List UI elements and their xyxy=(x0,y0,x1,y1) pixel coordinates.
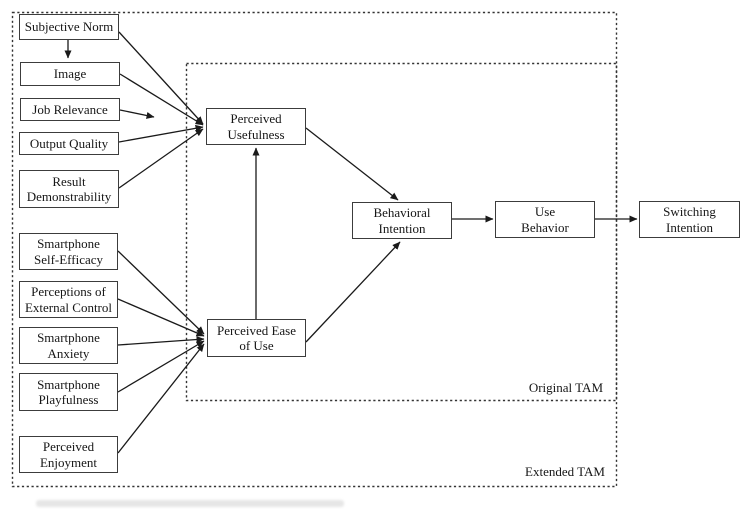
node-smartphone-self-efficacy: Smartphone Self-Efficacy xyxy=(19,233,118,270)
node-perceived-usefulness: Perceived Usefulness xyxy=(206,108,306,145)
arrow-output-quality-to-perceived-usefulness xyxy=(118,124,204,143)
label-original-tam: Original TAM xyxy=(528,380,603,395)
arrow-perceived-usefulness-to-behavioral-intention xyxy=(305,127,399,201)
node-output-quality: Output Quality xyxy=(19,132,119,155)
arrow-image-to-perceived-usefulness xyxy=(119,73,204,126)
arrow-enjoyment-to-perceived-ease-of-use xyxy=(117,343,205,454)
node-result-demonstrability: Result Demonstrability xyxy=(19,170,119,208)
arrow-playfulness-to-perceived-ease-of-use xyxy=(117,340,205,393)
node-switching-intention: Switching Intention xyxy=(639,201,740,238)
arrow-subjective-norm-to-perceived-usefulness xyxy=(118,31,204,125)
node-subjective-norm: Subjective Norm xyxy=(19,14,119,40)
arrow-anxiety-to-perceived-ease-of-use xyxy=(117,336,205,346)
node-perceived-enjoyment: Perceived Enjoyment xyxy=(19,436,118,473)
node-behavioral-intention: Behavioral Intention xyxy=(352,202,452,239)
label-extended-tam: Extended TAM xyxy=(525,464,605,479)
cropped-caption-remnant xyxy=(36,500,344,507)
node-perceptions-of-external-control: Perceptions of External Control xyxy=(19,281,118,318)
arrow-external-control-to-perceived-ease-of-use xyxy=(117,298,205,337)
node-perceived-ease-of-use: Perceived Ease of Use xyxy=(207,319,306,357)
arrow-result-demonstrability-to-perceived-usefulness xyxy=(118,128,204,189)
node-smartphone-playfulness: Smartphone Playfulness xyxy=(19,373,118,411)
node-job-relevance: Job Relevance xyxy=(20,98,120,121)
node-smartphone-anxiety: Smartphone Anxiety xyxy=(19,327,118,364)
node-use-behavior: Use Behavior xyxy=(495,201,595,238)
node-image: Image xyxy=(20,62,120,86)
arrow-self-efficacy-to-perceived-ease-of-use xyxy=(117,250,205,335)
arrow-job-relevance xyxy=(119,109,155,119)
arrow-perceived-ease-of-use-to-behavioral-intention xyxy=(305,241,401,343)
